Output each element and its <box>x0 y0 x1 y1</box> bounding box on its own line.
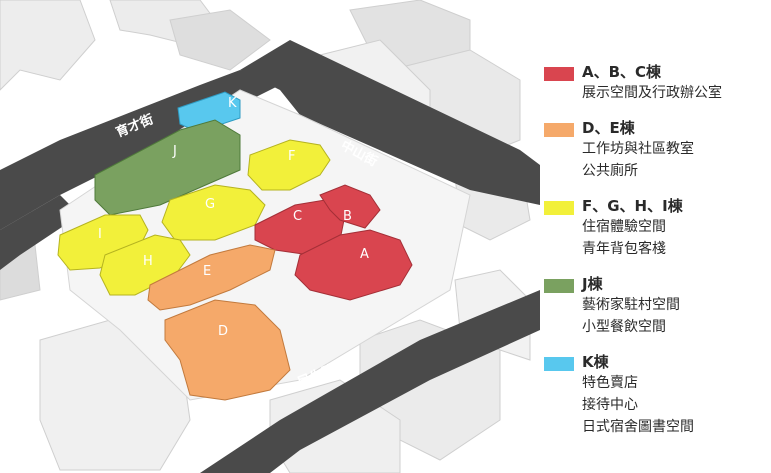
legend-title: A、B、C棟 <box>582 63 662 81</box>
legend-desc: 住宿體驗空間 <box>582 219 666 235</box>
legend-swatch-green <box>544 279 574 293</box>
legend-item-abc: A、B、C棟 展示空間及行政辦公室 <box>540 62 765 104</box>
legend-title: K棟 <box>582 353 609 371</box>
legend-title: D、E棟 <box>582 119 635 137</box>
building-k: K <box>177 91 241 133</box>
building-e: E <box>147 244 276 311</box>
legend-swatch-blue <box>544 357 574 371</box>
building-f: F <box>247 139 331 191</box>
legend-desc: 小型餐飲空間 <box>582 319 666 335</box>
road-minsheng <box>200 290 540 473</box>
building-label-e: E <box>203 264 211 279</box>
legend-item-j: J棟 藝術家駐村空間 小型餐飲空間 <box>540 274 765 338</box>
building-j: J <box>94 119 241 216</box>
building-label-h: H <box>143 254 153 269</box>
legend-item-fghi: F、G、H、I棟 住宿體驗空間 青年背包客棧 <box>540 196 765 260</box>
legend-desc: 工作坊與社區教室 <box>582 141 694 157</box>
legend-desc: 藝術家駐村空間 <box>582 297 680 313</box>
building-b: B <box>319 184 381 229</box>
building-label-k: K <box>228 96 237 111</box>
road-zhongshan <box>240 40 540 205</box>
legend-desc: 接待中心 <box>582 397 638 413</box>
legend-swatch-orange <box>544 123 574 137</box>
building-label-g: G <box>205 197 215 212</box>
building-label-a: A <box>360 247 369 262</box>
legend-swatch-red <box>544 67 574 81</box>
building-label-b: B <box>343 209 352 224</box>
legend-item-k: K棟 特色賣店 接待中心 日式宿舍圖書空間 <box>540 352 765 438</box>
legend-desc: 展示空間及行政辦公室 <box>582 85 722 101</box>
legend-item-de: D、E棟 工作坊與社區教室 公共廁所 <box>540 118 765 182</box>
building-label-i: I <box>98 227 102 242</box>
legend-title: F、G、H、I棟 <box>582 197 683 215</box>
building-label-j: J <box>172 144 177 159</box>
legend-title: J棟 <box>582 275 603 293</box>
building-label-f: F <box>288 149 295 164</box>
building-d: D <box>164 299 291 401</box>
legend-desc: 青年背包客棧 <box>582 241 666 257</box>
building-label-d: D <box>218 324 228 339</box>
legend-desc: 公共廁所 <box>582 163 638 179</box>
legend-desc: 特色賣店 <box>582 375 638 391</box>
legend: A、B、C棟 展示空間及行政辦公室 D、E棟 工作坊與社區教室 公共廁所 F、G… <box>540 62 765 452</box>
building-a: A <box>294 229 413 301</box>
legend-desc: 日式宿舍圖書空間 <box>582 419 694 435</box>
building-label-c: C <box>293 209 302 224</box>
legend-swatch-yellow <box>544 201 574 215</box>
